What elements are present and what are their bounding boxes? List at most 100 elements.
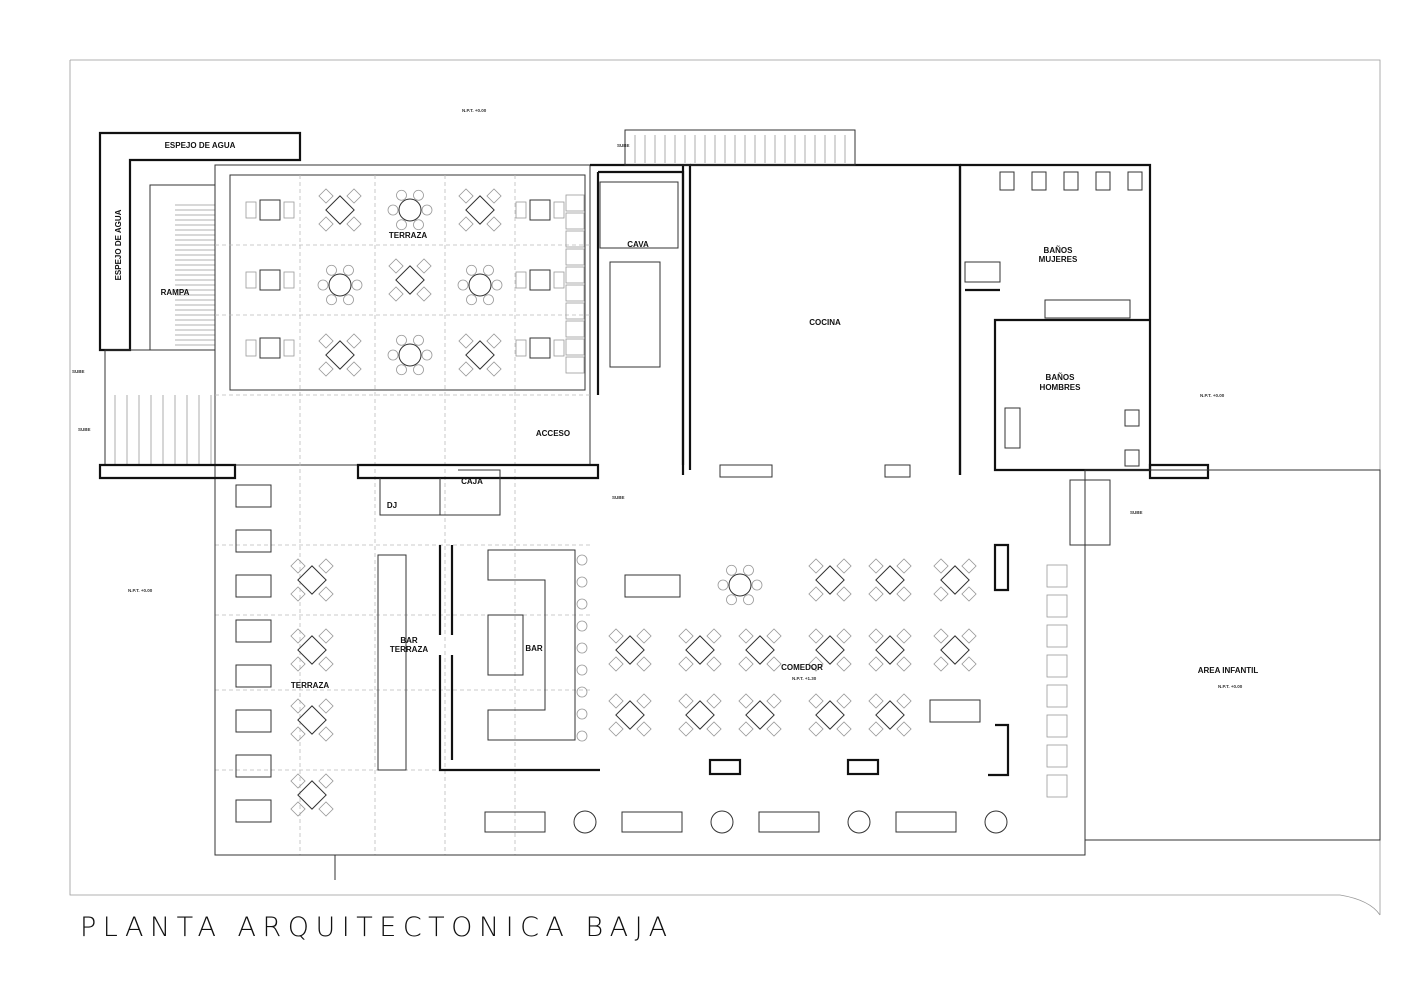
bench xyxy=(565,230,585,248)
chair xyxy=(491,279,503,291)
label-bar-terraza-2: TERRAZA xyxy=(390,645,428,654)
chair xyxy=(346,188,362,204)
espejo-de-agua xyxy=(98,131,302,352)
label-area-infantil: AREA INFANTIL xyxy=(1198,666,1259,675)
chair xyxy=(751,579,763,591)
label-terraza-upper: TERRAZA xyxy=(389,231,427,240)
chair xyxy=(1046,714,1068,738)
chair xyxy=(717,579,729,591)
area-infantil xyxy=(1084,469,1381,841)
chair xyxy=(553,201,565,219)
chair xyxy=(766,693,782,709)
table xyxy=(398,343,422,367)
label-banos-mujeres-1: BAÑOS xyxy=(1044,246,1074,255)
tables xyxy=(235,188,1068,834)
chair xyxy=(766,628,782,644)
chair xyxy=(290,726,306,742)
chair xyxy=(896,656,912,672)
chair xyxy=(318,558,334,574)
chair xyxy=(396,334,407,346)
table xyxy=(815,700,845,730)
label-sube-1: SUBE xyxy=(72,369,85,374)
stool xyxy=(576,620,588,632)
table xyxy=(847,810,871,834)
label-npt-1: N.P.T. +0.00 xyxy=(462,108,487,113)
chair xyxy=(283,201,295,219)
label-rampa: RAMPA xyxy=(161,288,190,297)
chair xyxy=(868,721,884,737)
chair xyxy=(608,656,624,672)
sheet-frame xyxy=(69,59,1381,916)
table xyxy=(465,195,495,225)
chair xyxy=(483,294,494,306)
toilet xyxy=(1095,171,1111,191)
chair xyxy=(413,364,424,376)
chair xyxy=(290,656,306,672)
chair xyxy=(808,628,824,644)
chair xyxy=(808,721,824,737)
chair xyxy=(808,693,824,709)
chair xyxy=(961,656,977,672)
chair xyxy=(961,558,977,574)
stool xyxy=(576,554,588,566)
chair xyxy=(896,628,912,644)
table xyxy=(621,811,683,833)
chair xyxy=(678,656,694,672)
chair xyxy=(346,216,362,232)
chair xyxy=(868,628,884,644)
chair xyxy=(553,339,565,357)
table xyxy=(745,635,775,665)
table xyxy=(297,565,327,595)
bench xyxy=(565,338,585,356)
table xyxy=(940,635,970,665)
chair xyxy=(836,693,852,709)
table xyxy=(875,635,905,665)
chair xyxy=(608,693,624,709)
chair xyxy=(486,188,502,204)
bench xyxy=(565,320,585,338)
chair xyxy=(486,333,502,349)
toilet xyxy=(1031,171,1047,191)
table xyxy=(940,565,970,595)
chair xyxy=(396,364,407,376)
chair xyxy=(416,258,432,274)
chair xyxy=(458,361,474,377)
chair xyxy=(396,189,407,201)
chair xyxy=(896,721,912,737)
label-sube-4: SUBE xyxy=(612,495,625,500)
chair xyxy=(387,349,399,361)
chair xyxy=(808,656,824,672)
chair xyxy=(1046,654,1068,678)
chair xyxy=(636,693,652,709)
stool xyxy=(576,686,588,698)
chair xyxy=(387,204,399,216)
chair xyxy=(388,286,404,302)
table xyxy=(259,337,281,359)
chair xyxy=(808,586,824,602)
rampa xyxy=(104,184,216,466)
table xyxy=(259,199,281,221)
table xyxy=(325,340,355,370)
table xyxy=(728,573,752,597)
table xyxy=(573,810,597,834)
chair xyxy=(636,628,652,644)
label-espejo-agua-side: ESPEJO DE AGUA xyxy=(114,209,123,280)
label-terraza-lower: TERRAZA xyxy=(291,681,329,690)
chair xyxy=(466,294,477,306)
chair xyxy=(318,698,334,714)
chair xyxy=(413,189,424,201)
bench xyxy=(565,302,585,320)
label-npt-3: N.P.T. +0.00 xyxy=(1200,393,1225,398)
table xyxy=(895,811,957,833)
chair xyxy=(458,188,474,204)
label-banos-hombres-1: BAÑOS xyxy=(1046,373,1076,382)
table xyxy=(465,340,495,370)
chair xyxy=(933,656,949,672)
toilet xyxy=(1063,171,1079,191)
stool xyxy=(576,576,588,588)
chair xyxy=(318,656,334,672)
chair xyxy=(706,721,722,737)
chair xyxy=(458,333,474,349)
table xyxy=(484,811,546,833)
